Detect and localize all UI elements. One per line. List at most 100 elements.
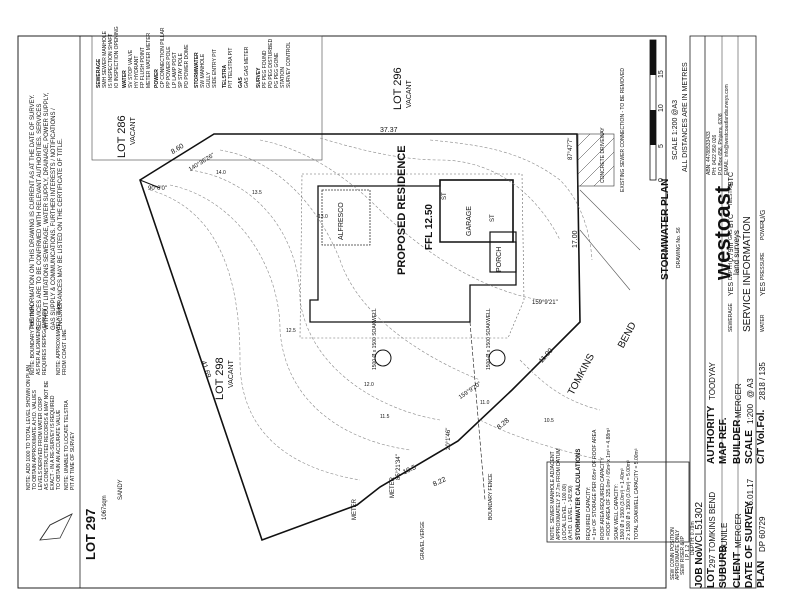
residence-ffl: FFL 12.50 bbox=[424, 204, 435, 250]
title-block-frame bbox=[689, 35, 757, 589]
residence-label: PROPOSED RESIDENCE bbox=[396, 145, 408, 275]
ct-label: C/T Vol.Fol. bbox=[756, 409, 767, 464]
plan-scale: SCALE 1:200 @A3 bbox=[672, 99, 679, 160]
contour-label-1: 11.5 bbox=[380, 414, 390, 420]
suburb-value: NUNILE bbox=[720, 522, 729, 552]
alfresco-outline bbox=[321, 189, 371, 246]
lot297-area: 1067sqm bbox=[102, 495, 108, 520]
plan-units: ALL DISTANCES ARE IN METRES bbox=[682, 62, 689, 172]
st-label-2: ST bbox=[490, 214, 496, 222]
note-coast-2: FROM COAST LINE bbox=[62, 329, 68, 375]
soakwell-label-1: 1500 Ø x 1500 SOAKWELL bbox=[372, 308, 378, 370]
dim-top: 37.37 bbox=[380, 127, 398, 134]
scale-label: SCALE bbox=[744, 430, 755, 464]
builder-label: BUILDER bbox=[732, 419, 743, 464]
sewer-line bbox=[469, 321, 486, 501]
porch-outline bbox=[489, 231, 517, 273]
soakwell-1 bbox=[374, 349, 392, 367]
meter-label-2: METER bbox=[352, 499, 358, 520]
note-boundary-3: REQUIRES REPEG SURVEY bbox=[42, 308, 48, 375]
dim-chord: 20°1'46" bbox=[446, 427, 452, 450]
map-ref-label: MAP REF. bbox=[718, 417, 729, 465]
contour-label-3: 12.5 bbox=[286, 328, 296, 334]
soakwell-label-2: 1500 Ø x 1500 SOAKWELL bbox=[486, 308, 492, 370]
driveway-edge bbox=[579, 229, 631, 291]
scale-bar bbox=[649, 39, 657, 181]
boundary-fence-label: BOUNDARY FENCE bbox=[488, 473, 494, 521]
lot296-label: LOT 296 bbox=[392, 67, 404, 110]
dim-top-bearing: 87°47'7" bbox=[568, 137, 574, 160]
north-arrow bbox=[39, 513, 73, 541]
plan-title: STORMWATER PLAN bbox=[660, 178, 671, 280]
water-value: YES bbox=[760, 281, 767, 296]
company-email: EMAIL: info@westcoastlandsurveys.com bbox=[724, 84, 730, 175]
scale-tick-0: 0 bbox=[658, 178, 665, 182]
plan-label: PLAN bbox=[756, 560, 767, 588]
dim-right-bearing: 159°9'21" bbox=[532, 300, 558, 306]
scale-tick-15: 15 bbox=[658, 70, 665, 78]
service-info-heading: SERVICE INFORMATION bbox=[742, 216, 753, 332]
soakwell-2 bbox=[488, 349, 506, 367]
note-main-4: GAS SUPPLY & COMMUNICATIONS. FURTHER INT… bbox=[51, 108, 57, 330]
hatched-area bbox=[577, 133, 615, 187]
lot-label: LOT bbox=[706, 568, 717, 588]
water-label: WATER bbox=[760, 314, 766, 333]
calc-line-7: 2 x 1500 Ø x 1500 (3.0m³) = 5.00m³ bbox=[626, 460, 632, 540]
legend-water-4: METER WATER METER bbox=[146, 32, 152, 88]
authority-label: AUTHORITY bbox=[706, 405, 717, 464]
lot297-label: LOT 297 bbox=[83, 508, 98, 560]
calc-heading: STORMWATER CALCULATIONS bbox=[576, 448, 582, 540]
legend-storm-3: SIDE ENTRY PIT bbox=[212, 49, 218, 88]
scale-tick-10: 10 bbox=[658, 104, 665, 112]
pressure-label: PRESSURE bbox=[760, 252, 766, 280]
gravel-verge-label: GRAVEL VERGE bbox=[420, 521, 426, 560]
dim-right-long: 17.00 bbox=[572, 230, 579, 248]
lot-boundary bbox=[139, 133, 581, 542]
paper-value: @ A3 bbox=[746, 378, 755, 398]
company-logo: westoast bbox=[710, 185, 735, 280]
garage-outline bbox=[439, 179, 514, 243]
authority-value: TOODYAY bbox=[708, 362, 717, 400]
date-label: DATE OF SURVEY bbox=[744, 501, 755, 588]
garage-label: GARAGE bbox=[466, 206, 473, 236]
sheet-frame bbox=[17, 35, 667, 589]
legend-power-5: PD POWER DOME bbox=[184, 44, 190, 88]
lot286-label: LOT 286 bbox=[116, 115, 128, 158]
client-label: CLIENT bbox=[732, 551, 743, 588]
contour-label-4: 13.0 bbox=[318, 214, 328, 220]
corner-note: CONCRETE DRIVEWAY bbox=[600, 127, 606, 183]
dim-bl-bearing: 85°21'34" bbox=[396, 454, 402, 480]
lot297-street: SANDY bbox=[118, 479, 124, 500]
sewerage-label: SEWERAGE bbox=[728, 303, 734, 332]
contour-label-6: 14.0 bbox=[216, 170, 226, 176]
calc-line-4: = ROOF AREA OF 325.0m² / 65m² x 1m³ = 4.… bbox=[606, 428, 612, 540]
corner-tick bbox=[139, 179, 161, 189]
contour-lines bbox=[149, 137, 601, 481]
legend-gas-1: GAS GAS METER bbox=[244, 46, 250, 88]
company-sub: land surveys bbox=[732, 230, 741, 275]
lot-value: 297 TOMKINS BEND bbox=[708, 491, 717, 568]
sewer-note: EXISTING SEWER CONNECTION - TO BE REMOVE… bbox=[620, 68, 626, 192]
note-main-1: THE INFORMATION ON THIS DRAWING IS CURRE… bbox=[30, 94, 36, 330]
contour-label-2: 12.0 bbox=[364, 382, 374, 388]
date-value: 16.01.17 bbox=[746, 478, 755, 510]
contour-label-5: 13.5 bbox=[252, 190, 262, 196]
note-survey-6: TO OBTAIN AN ACCURATE VALUE bbox=[56, 409, 62, 490]
dim-corner-bearing: 90°0'0" bbox=[148, 186, 168, 192]
legend-survey-5: SURVEY CONTROL bbox=[286, 41, 292, 88]
scale-value: 1:200 bbox=[746, 403, 755, 424]
power-value: U/G bbox=[760, 209, 767, 222]
note-sewconn-5: DEPTH: 0.79m bbox=[690, 521, 696, 555]
power-label: POWER bbox=[760, 221, 766, 240]
lot296-vacant: VACANT bbox=[406, 80, 413, 108]
calc-line-2: = 1m³ OF STORAGE PER 65m² OF ROOF AREA bbox=[592, 429, 598, 540]
client-value: MERCER bbox=[734, 513, 743, 548]
lot298-vacant: VACANT bbox=[228, 360, 235, 388]
legend-box bbox=[91, 35, 323, 161]
porch-label: PORCH bbox=[496, 246, 503, 272]
driveway-edge bbox=[579, 189, 641, 251]
calc-line-8: TOTAL SOAKWELL CAPACITY = 5.00m³ bbox=[634, 448, 640, 540]
stormwater-calc-box bbox=[546, 461, 690, 543]
lot298-label: LOT 298 bbox=[214, 357, 226, 400]
